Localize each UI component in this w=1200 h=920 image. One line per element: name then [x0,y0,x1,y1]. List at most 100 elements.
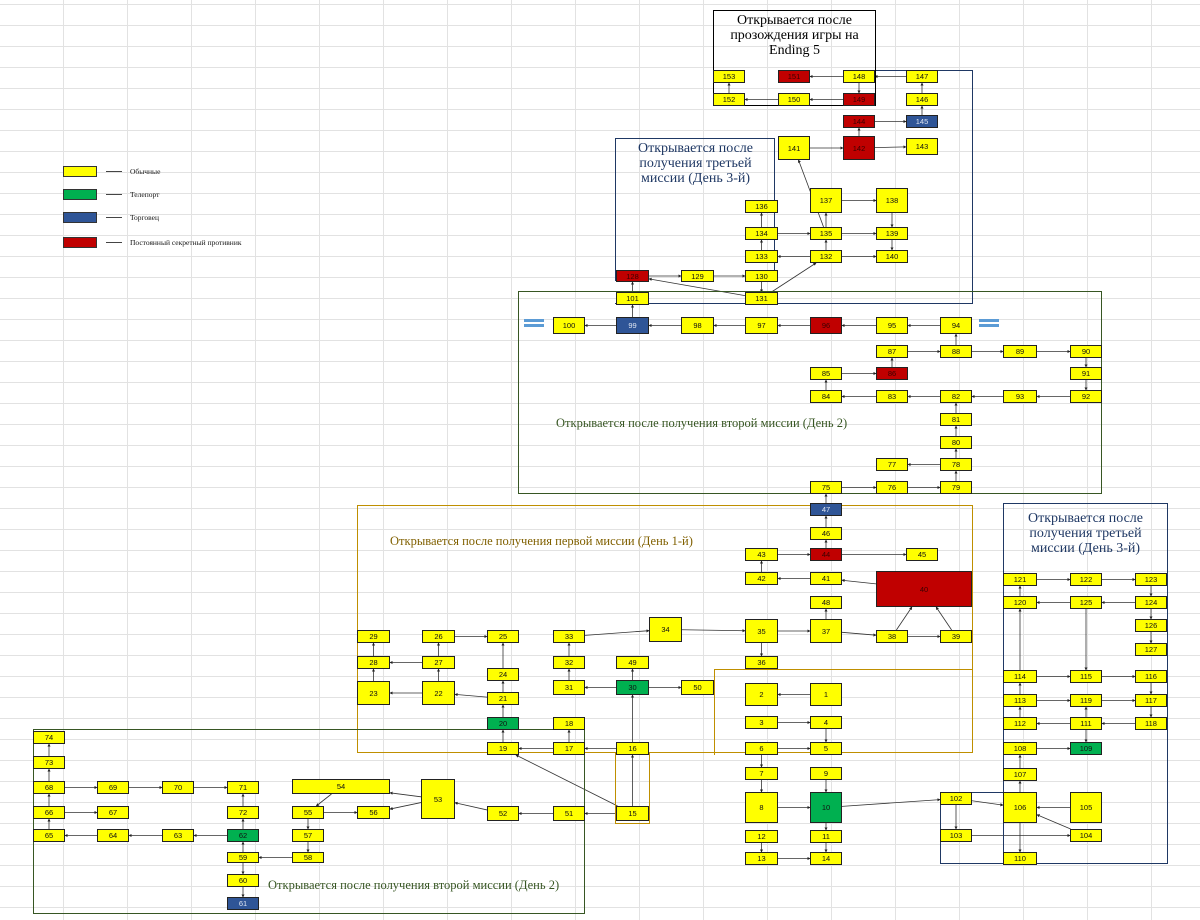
room-43: 43 [745,548,778,561]
room-133: 133 [745,250,778,263]
room-27: 27 [422,656,455,669]
link-21-22 [454,693,488,698]
room-7: 7 [745,767,778,780]
link-52-53 [454,801,488,811]
room-136: 136 [745,200,778,213]
room-60: 60 [227,874,259,887]
room-40: 40 [876,571,972,607]
room-143: 143 [906,138,938,155]
room-148: 148 [843,70,875,83]
room-36: 36 [745,656,778,669]
region-label-day2-bottom: Открывается после получения второй мисси… [268,878,560,892]
room-51: 51 [553,806,585,821]
room-120: 120 [1003,596,1037,609]
region-label-day3-top: Открывается после получения третьей мисс… [638,141,753,186]
room-69: 69 [97,781,129,794]
room-45: 45 [906,548,938,561]
room-6: 6 [745,742,778,755]
room-145: 145 [906,115,938,128]
room-47: 47 [810,503,842,516]
room-37: 37 [810,619,842,643]
room-142: 142 [843,136,875,160]
link-54-55 [315,793,332,807]
room-17: 17 [553,742,585,755]
room-89: 89 [1003,345,1037,358]
room-28: 28 [357,656,390,669]
room-138: 138 [876,188,908,213]
room-12: 12 [745,830,778,843]
room-20: 20 [487,717,519,730]
room-23: 23 [357,681,390,705]
room-149: 149 [843,93,875,106]
region-label-day3-right: Открывается после получения третьей мисс… [1028,511,1143,556]
link-15-19 [515,754,618,807]
legend-swatch-trader [63,212,97,223]
room-38: 38 [876,630,908,643]
room-135: 135 [810,227,842,240]
room-103: 103 [940,829,972,842]
link-34-35 [681,629,746,633]
room-44: 44 [810,548,842,561]
room-14: 14 [810,852,842,865]
legend-label-normal: Обычные [130,167,161,176]
room-77: 77 [876,458,908,471]
room-115: 115 [1070,670,1102,683]
room-86: 86 [876,367,908,380]
room-125: 125 [1070,596,1102,609]
legend-label-trader: Торговец [130,213,159,222]
link-131-128 [648,277,746,297]
region-day3-right-ext [940,792,1004,864]
room-64: 64 [97,829,129,842]
link-102-106 [971,800,1004,807]
room-119: 119 [1070,694,1102,707]
room-127: 127 [1135,643,1167,656]
legend-swatch-secret [63,237,97,248]
legend-line [106,217,122,218]
room-100: 100 [553,317,585,334]
legend-swatch-normal [63,166,97,177]
room-33: 33 [553,630,585,643]
legend-swatch-teleport [63,189,97,200]
room-98: 98 [681,317,714,334]
room-122: 122 [1070,573,1102,586]
room-95: 95 [876,317,908,334]
link-39-40 [935,606,952,631]
room-112: 112 [1003,717,1037,730]
room-2: 2 [745,683,778,706]
room-63: 63 [162,829,194,842]
room-46: 46 [810,527,842,540]
link-40-41 [841,578,877,585]
link-10-102 [841,798,941,807]
room-123: 123 [1135,573,1167,586]
room-106: 106 [1003,792,1037,823]
room-8: 8 [745,792,778,823]
room-129: 129 [681,270,714,282]
room-104: 104 [1070,829,1102,842]
legend-label-teleport: Телепорт [130,190,160,199]
room-24: 24 [487,668,519,681]
room-34: 34 [649,617,682,642]
room-130: 130 [745,270,778,282]
room-80: 80 [940,436,972,449]
room-117: 117 [1135,694,1167,707]
room-29: 29 [357,630,390,643]
room-55: 55 [292,806,324,819]
room-147: 147 [906,70,938,83]
link-53-54 [389,791,422,798]
room-65: 65 [33,829,65,842]
room-67: 67 [97,806,129,819]
room-108: 108 [1003,742,1037,755]
room-31: 31 [553,680,585,695]
room-92: 92 [1070,390,1102,403]
room-73: 73 [33,756,65,769]
passage-marker-right [979,319,999,329]
room-81: 81 [940,413,972,426]
room-62: 62 [227,829,259,842]
room-30: 30 [616,680,649,695]
link-33-34 [584,629,650,636]
room-52: 52 [487,806,519,821]
legend-label-secret: Постоянный секретный противник [130,238,242,247]
room-107: 107 [1003,768,1037,781]
room-15: 15 [616,806,649,821]
